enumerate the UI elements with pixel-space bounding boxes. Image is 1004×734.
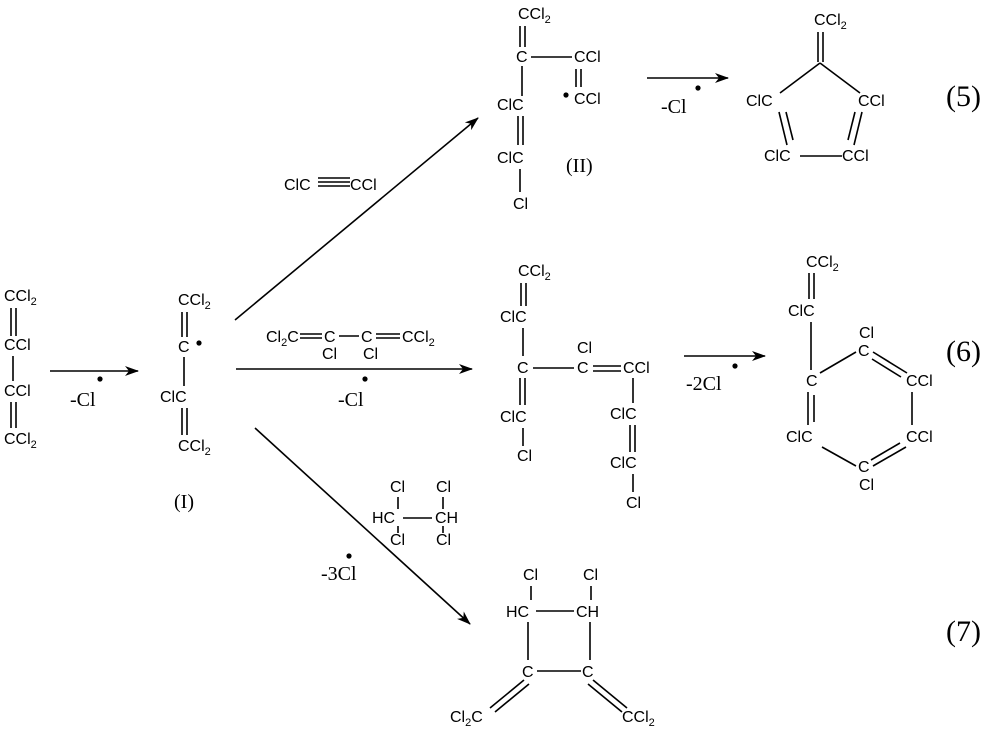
arrow-to-6: Cl2C C C CCl2 Cl Cl -Cl	[236, 329, 473, 411]
atom-clc: ClC	[764, 148, 791, 165]
product-7: Cl Cl HC CH C C Cl2C CCl2	[450, 567, 655, 729]
atom-cl: Cl	[859, 325, 874, 342]
reagent-diene-c: C	[324, 329, 336, 346]
atom-ccl: CCl	[623, 360, 650, 377]
atom-ccl: CCl	[574, 91, 601, 108]
structure-label-II: (II)	[566, 155, 593, 177]
atom-clc: ClC	[497, 150, 524, 167]
atom-ccl: CCl	[4, 383, 31, 400]
reagent-hc: HC	[372, 510, 395, 527]
atom-c: C	[806, 373, 818, 390]
arrow-to-7: Cl Cl HC CH Cl Cl -3Cl	[254, 427, 471, 625]
reagent-diene-end: CCl2	[402, 329, 435, 349]
reagent-diene-c: C	[361, 329, 373, 346]
intermediate-I: CCl2 C ClC CCl2 (I)	[160, 292, 211, 513]
reagent-diene-cl: Cl	[363, 346, 378, 363]
atom-c: C	[858, 459, 870, 476]
arrow-label: -Cl	[70, 389, 96, 411]
atom-ccl: CCl	[842, 148, 869, 165]
atom-cl2c: Cl2C	[450, 709, 483, 729]
atom-cl: Cl	[523, 567, 538, 584]
reagent-cl: Cl	[436, 532, 451, 549]
structure-label-I: (I)	[174, 491, 194, 513]
atom-hc: HC	[506, 604, 529, 621]
arrow-label: -Cl	[661, 96, 687, 118]
atom-c: C	[178, 339, 190, 356]
atom-clc: ClC	[500, 309, 527, 326]
equation-number-7: (7)	[946, 615, 981, 648]
atom-ccl: CCl	[906, 373, 933, 390]
intermediate-II: CCl2 C CCl CCl ClC ClC Cl (II)	[497, 6, 601, 213]
reagent-dichloroacetylene: ClC	[284, 177, 311, 194]
atom-cl: Cl	[626, 495, 641, 512]
reagent-cl: Cl	[436, 479, 451, 496]
atom-ccl2: CCl2	[814, 12, 847, 32]
reagent-diene-cl: Cl	[322, 346, 337, 363]
equation-number-5: (5)	[946, 80, 981, 113]
arrow-label: -Cl	[338, 389, 364, 411]
atom-clc: ClC	[497, 97, 524, 114]
atom-ccl2: CCl2	[518, 6, 551, 26]
arrow-label: -2Cl	[686, 373, 722, 395]
atom-ccl: CCl	[4, 337, 31, 354]
product-5: CCl2 ClC CCl ClC CCl	[746, 12, 885, 165]
reagent-diene-end: Cl2C	[266, 329, 299, 349]
atom-c: C	[858, 343, 870, 360]
atom-cl: Cl	[583, 567, 598, 584]
atom-ccl: CCl	[574, 49, 601, 66]
atom-clc: ClC	[746, 93, 773, 110]
atom-c: C	[522, 664, 534, 681]
start-material: CCl2 CCl CCl CCl2	[4, 288, 37, 451]
product-6: CCl2 ClC C Cl C CCl CCl C Cl ClC	[786, 254, 933, 494]
atom-clc: ClC	[610, 406, 637, 423]
atom-cl: Cl	[859, 477, 874, 494]
intermediate-6: CCl2 ClC C Cl C CCl ClC Cl ClC ClC Cl	[500, 263, 650, 512]
atom-ccl2: CCl2	[518, 263, 551, 283]
atom-clc: ClC	[610, 455, 637, 472]
atom-c: C	[582, 664, 594, 681]
arrow-to-II: ClC CCl	[234, 117, 479, 321]
atom-clc: ClC	[500, 409, 527, 426]
atom-clc: ClC	[786, 429, 813, 446]
atom-ccl2: CCl2	[806, 254, 839, 274]
reagent-part: CCl	[350, 177, 377, 194]
atom-cl: Cl	[517, 448, 532, 465]
arrow-label: -3Cl	[321, 563, 357, 585]
atom-ch: CH	[576, 604, 599, 621]
atom-c: C	[517, 360, 529, 377]
atom-cl: Cl	[577, 340, 592, 357]
arrow-step6: -2Cl	[684, 351, 766, 395]
atom-c: C	[516, 49, 528, 66]
arrow-step5: -Cl	[647, 73, 729, 118]
atom-ccl2: CCl2	[4, 431, 37, 451]
reagent-cl: Cl	[390, 532, 405, 549]
atom-ccl2: CCl2	[178, 292, 211, 312]
atom-clc: ClC	[788, 303, 815, 320]
atom-c: C	[577, 360, 589, 377]
atom-cl: Cl	[513, 196, 528, 213]
radical-dot	[196, 340, 202, 346]
atom-clc: ClC	[160, 389, 187, 406]
arrow-step1: -Cl	[50, 366, 139, 411]
atom-ccl2: CCl2	[178, 438, 211, 458]
atom-ccl: CCl	[858, 93, 885, 110]
reagent-ch: CH	[435, 510, 458, 527]
atom-ccl2: CCl2	[622, 709, 655, 729]
reagent-cl: Cl	[390, 479, 405, 496]
atom-ccl: CCl	[906, 429, 933, 446]
atom-ccl2: CCl2	[4, 288, 37, 308]
equation-number-6: (6)	[946, 335, 981, 368]
